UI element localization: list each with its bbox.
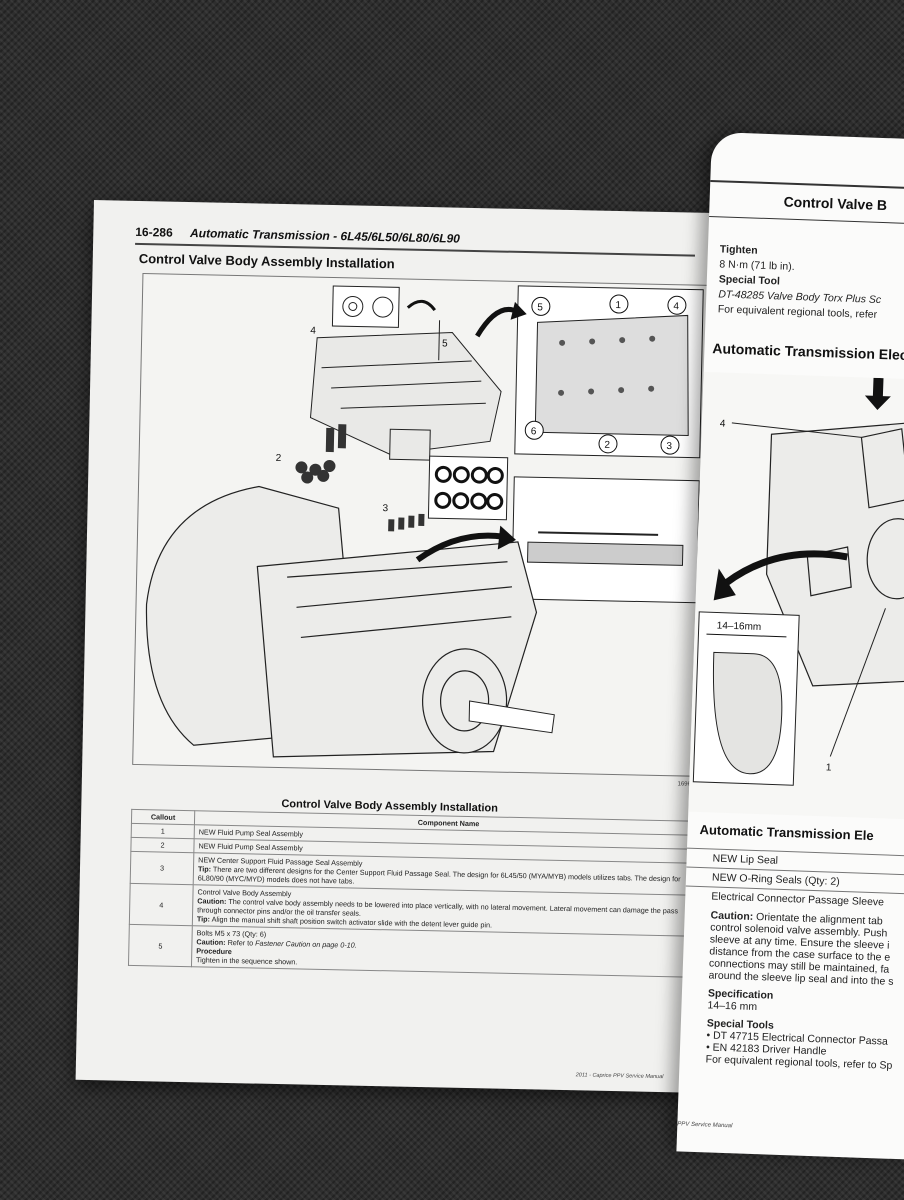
callout-label: 4 <box>720 418 726 429</box>
callout-label: 4 <box>310 326 316 337</box>
right-section2-title: Automatic Transmission Electr <box>712 340 904 364</box>
right-section-header: Control Valve B <box>709 179 904 226</box>
caution-block: Caution: Orientate the alignment tab con… <box>679 905 904 1073</box>
page-footer: 2011 - Caprice PPV Service Manual <box>575 1072 664 1081</box>
callout-circle-label: 3 <box>666 441 672 452</box>
connector-illustration: 4 1 14–16mm <box>692 377 904 786</box>
callout-circle-label: 6 <box>531 426 537 437</box>
callout-circle-label: 4 <box>673 301 679 312</box>
dimension-label: 14–16mm <box>717 620 762 633</box>
right-callout-table: NEW Lip Seal NEW O-Ring Seals (Qty: 2) E… <box>679 847 904 1073</box>
running-title: Automatic Transmission - 6L45/6L50/6L80/… <box>189 226 461 246</box>
callout-cell: 3 <box>130 851 194 885</box>
page-number: 16-286 <box>135 224 173 240</box>
callout-cell: 4 <box>129 883 194 926</box>
callout-circle-label: 2 <box>604 440 610 451</box>
transmission-illustration: 4 5 2 3 5 1 4 6 2 3 <box>145 285 704 758</box>
callout-label: 1 <box>826 762 832 773</box>
right-section-title: Control Valve B <box>783 193 888 214</box>
right-page: Control Valve B Tighten 8 N·m (71 lb in)… <box>676 132 904 1160</box>
right-section3-title: Automatic Transmission Ele <box>699 821 874 844</box>
left-page: 16-286 Automatic Transmission - 6L45/6L5… <box>75 200 734 1094</box>
tighten-block: Tighten 8 N·m (71 lb in). Special Tool D… <box>718 242 883 323</box>
connector-figure: 4 1 14–16mm <box>688 371 904 820</box>
callout-cell: 1 <box>131 823 195 839</box>
right-page-footer: PPV Service Manual <box>677 1121 733 1130</box>
callout-cell: 5 <box>128 924 193 967</box>
callout-circle-label: 1 <box>615 300 621 311</box>
exploded-view-figure: 4 5 2 3 5 1 4 6 2 3 1696440 <box>132 273 717 788</box>
callout-label: 3 <box>382 503 388 514</box>
callout-label: 2 <box>276 453 282 464</box>
callout-table: Callout Component Name 1 NEW Fluid Pump … <box>128 809 703 978</box>
callout-header: Callout <box>131 809 195 825</box>
callout-circle-label: 5 <box>537 302 543 313</box>
running-header: 16-286 Automatic Transmission - 6L45/6L5… <box>135 225 460 246</box>
callout-cell: 2 <box>130 837 195 853</box>
callout-label: 5 <box>442 338 448 349</box>
section-title: Control Valve Body Assembly Installation <box>138 250 395 272</box>
